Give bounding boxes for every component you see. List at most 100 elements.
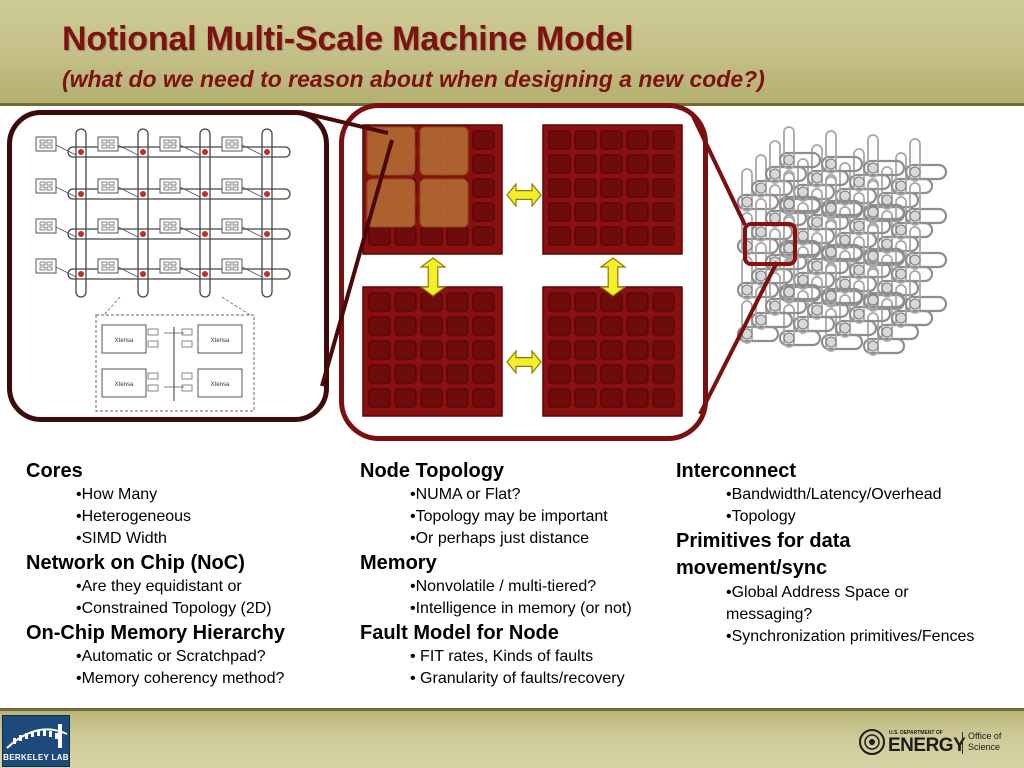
torus-node <box>909 210 921 222</box>
torus-node <box>895 312 907 324</box>
torus-link-loop <box>820 243 864 261</box>
core-cell <box>420 388 443 408</box>
torus-node <box>853 264 865 276</box>
xtensa-label: Xtensa <box>115 338 134 344</box>
bullet-item: •Topology may be important <box>410 508 608 525</box>
core-cell <box>394 226 417 246</box>
highlighted-core-block <box>366 178 416 228</box>
torus-node <box>811 260 823 272</box>
processor-chip <box>362 124 503 255</box>
torus-node <box>839 234 851 246</box>
highlighted-core-block <box>419 178 469 228</box>
core-cell <box>600 178 623 198</box>
noc-router-node <box>264 149 270 155</box>
torus-node <box>881 282 893 294</box>
noc-core-tile <box>35 218 84 238</box>
core-cell <box>626 154 649 174</box>
core-cell <box>368 364 391 384</box>
core-cell <box>600 340 623 360</box>
torus-node <box>839 278 851 290</box>
torus-node <box>741 328 753 340</box>
bullet-item: •Are they equidistant or <box>76 578 242 595</box>
torus-node <box>783 242 795 254</box>
berkeley-lab-building-icon <box>6 724 68 749</box>
torus-node <box>783 198 795 210</box>
torus-node <box>825 336 837 348</box>
core-cell <box>574 292 597 312</box>
bidirectional-arrow-left <box>419 257 447 297</box>
torus-link-loop <box>862 203 906 221</box>
torus-node <box>783 332 795 344</box>
core-cell <box>652 364 675 384</box>
noc-core-tile <box>35 258 84 278</box>
core-cell <box>548 202 571 222</box>
core-cell <box>368 340 391 360</box>
torus-link-loop <box>904 163 948 181</box>
interconnect-diagram-panel <box>720 125 965 417</box>
slide-header: Notional Multi-Scale Machine Model (what… <box>0 0 1024 106</box>
torus-node <box>853 308 865 320</box>
core-cell <box>472 202 495 222</box>
torus-node <box>769 300 781 312</box>
core-cell <box>652 226 675 246</box>
core-cell <box>420 340 443 360</box>
torus-node <box>755 314 767 326</box>
noc-core-tile <box>221 218 270 238</box>
core-cell <box>472 178 495 198</box>
torus-node <box>811 172 823 184</box>
bidirectional-arrow-right <box>599 257 627 297</box>
noc-router-node <box>202 191 208 197</box>
noc-core-tile <box>97 258 146 278</box>
processor-chip <box>542 286 683 417</box>
torus-node <box>895 180 907 192</box>
core-cell <box>652 316 675 336</box>
core-cell <box>574 178 597 198</box>
core-cell <box>626 292 649 312</box>
berkeley-lab-logo: BERKELEY LAB <box>2 715 70 767</box>
torus-node <box>755 270 767 282</box>
bullet-item: •Nonvolatile / multi-tiered? <box>410 578 597 595</box>
torus-node <box>769 168 781 180</box>
core-cell <box>574 388 597 408</box>
noc-core-tile <box>221 136 270 156</box>
core-cell <box>652 202 675 222</box>
noc-router-node <box>264 231 270 237</box>
torus-node <box>909 254 921 266</box>
section-heading: Node Topology <box>360 460 505 482</box>
core-cell <box>472 292 495 312</box>
core-cell <box>472 364 495 384</box>
torus-node <box>825 202 837 214</box>
core-cell <box>600 292 623 312</box>
bullet-item: •How Many <box>76 486 158 503</box>
core-cell <box>420 364 443 384</box>
column-interconnect: Interconnect•Bandwidth/Latency/Overhead•… <box>676 458 996 648</box>
doe-department-label: U.S. DEPARTMENT OF <box>889 730 943 736</box>
torus-node <box>741 240 753 252</box>
core-cell <box>548 292 571 312</box>
noc-core-tile <box>35 178 84 198</box>
noc-core-tile <box>159 258 208 278</box>
noc-core-tile <box>97 136 146 156</box>
torus-link-loop <box>778 195 822 213</box>
xtensa-core: Xtensa <box>181 368 243 398</box>
core-cell <box>394 388 417 408</box>
torus-node <box>867 340 879 352</box>
core-cell <box>394 364 417 384</box>
torus-node <box>881 238 893 250</box>
core-cell <box>446 340 469 360</box>
core-cell <box>394 340 417 360</box>
torus-link-loop <box>862 291 906 309</box>
bidirectional-arrow-bottom <box>506 349 542 375</box>
torus-node <box>741 196 753 208</box>
core-cell <box>472 340 495 360</box>
torus-link-loop <box>820 155 864 173</box>
core-cell <box>548 388 571 408</box>
core-cell <box>574 340 597 360</box>
bullet-item: • Granularity of faults/recovery <box>410 670 625 687</box>
torus-node <box>839 322 851 334</box>
highlighted-core-block <box>419 126 469 176</box>
section-heading: Fault Model for Node <box>360 622 559 644</box>
core-cell <box>600 154 623 174</box>
torus-node <box>895 224 907 236</box>
